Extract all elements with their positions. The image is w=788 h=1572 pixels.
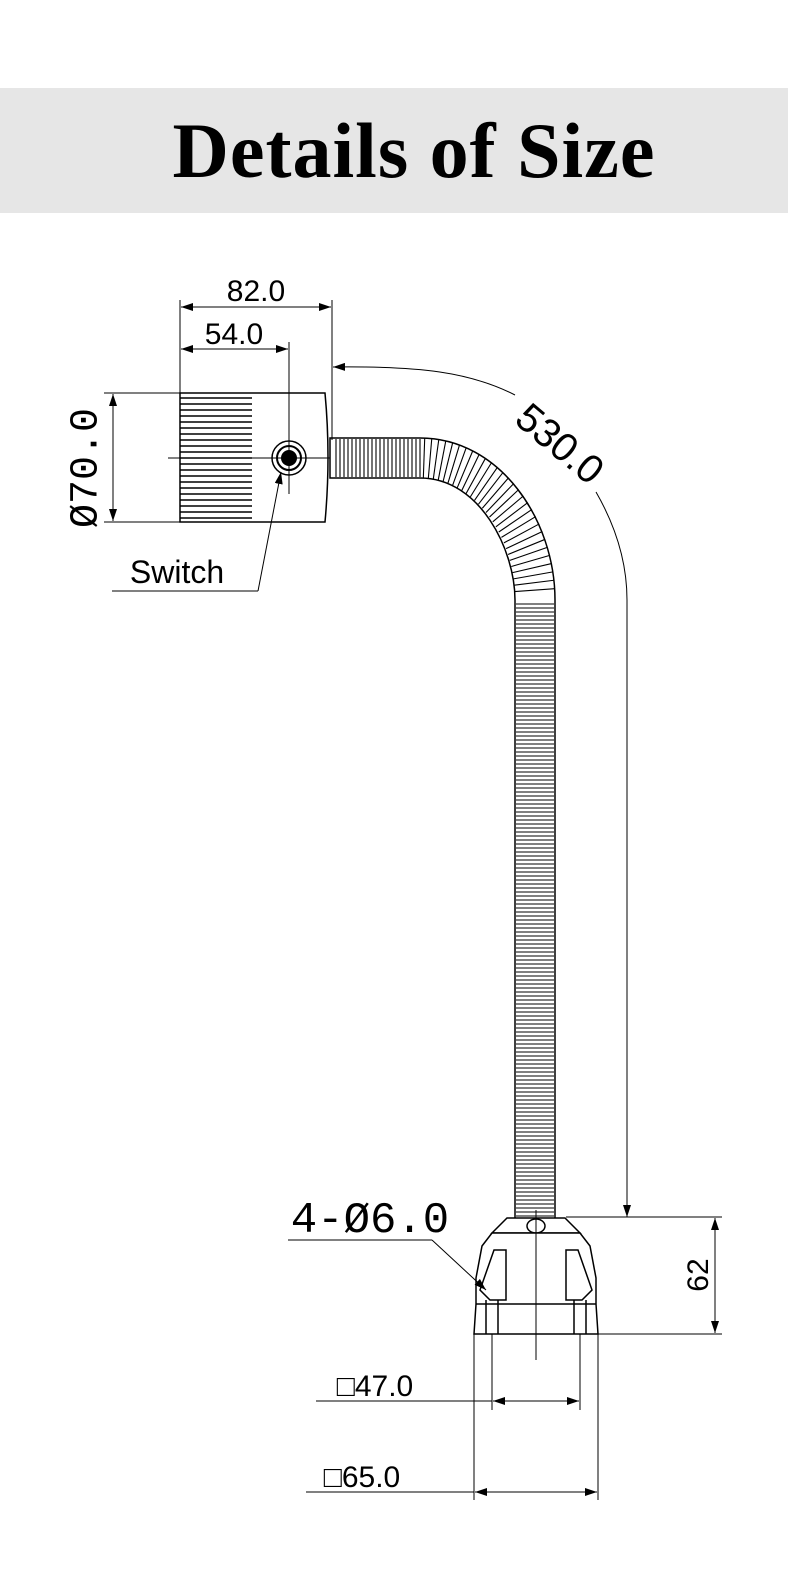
holes-callout: [288, 1239, 487, 1291]
head-fins: [180, 397, 252, 519]
dimension-label-530: 530.0: [507, 395, 612, 493]
switch-callout: [112, 471, 283, 592]
title-band: Details of Size: [0, 88, 788, 213]
dimension-label-70: Ø70.0: [65, 408, 110, 528]
switch-label: Switch: [130, 554, 224, 590]
dimension-70: [104, 392, 180, 523]
dimension-530: [332, 362, 631, 1217]
dimension-label-82: 82.0: [227, 275, 285, 308]
dimension-label-62: 62: [682, 1258, 715, 1291]
dimension-62: [566, 1216, 722, 1335]
dimension-label-65: □65.0: [324, 1461, 401, 1494]
holes-label: 4-Ø6.0: [291, 1196, 449, 1246]
gooseneck: [329, 437, 556, 1221]
dimension-label-54: 54.0: [205, 318, 263, 351]
dimension-82: [179, 300, 333, 440]
lamp-head: [168, 392, 345, 523]
dimension-65: [306, 1334, 599, 1500]
dimension-label-47: □47.0: [337, 1370, 414, 1403]
dimension-54: [181, 342, 290, 418]
dimension-47: [316, 1334, 581, 1410]
page-title: Details of Size: [172, 106, 656, 194]
